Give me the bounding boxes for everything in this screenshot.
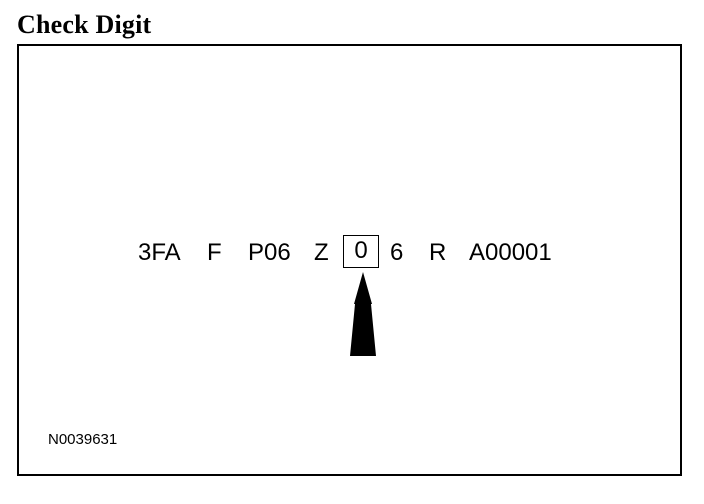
vin-segment-restraint: F	[207, 239, 222, 266]
vin-segment-model-year: 6	[390, 239, 404, 266]
vin-segment-engine: Z	[314, 239, 329, 266]
vin-segment-assembly-plant: R	[429, 239, 447, 266]
figure-id: N0039631	[48, 431, 118, 448]
vin-segment-line-series-body: P06	[248, 239, 291, 266]
vin-segment-wmi: 3FA	[138, 239, 181, 266]
up-arrow-icon	[350, 272, 376, 356]
page-title: Check Digit	[17, 10, 152, 39]
vin-segment-serial-number: A00001	[469, 239, 552, 266]
vin-check-digit-box: 0	[343, 235, 379, 268]
diagram-frame	[17, 44, 682, 476]
